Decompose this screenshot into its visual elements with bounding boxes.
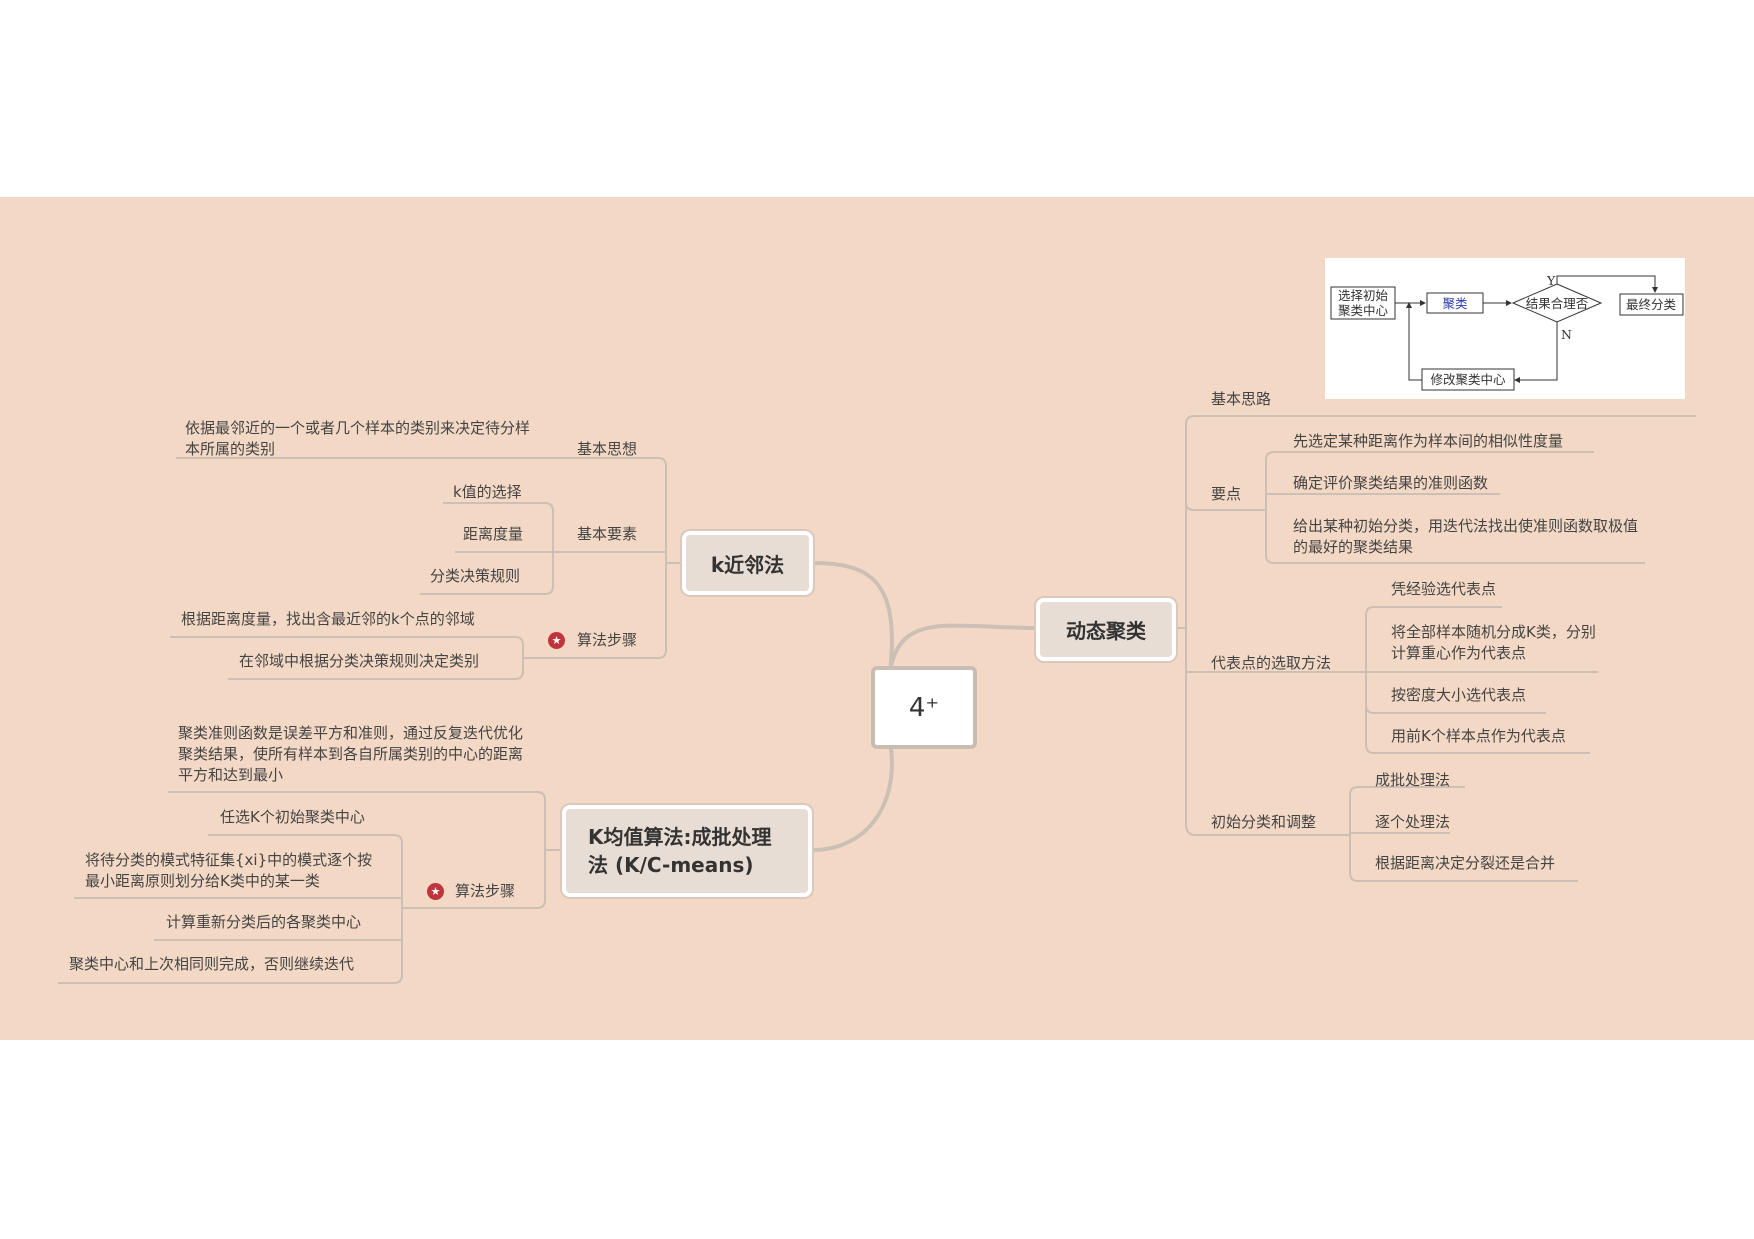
flow-final-text: 最终分类 bbox=[1626, 297, 1677, 312]
kmeans-node[interactable]: K均值算法:成批处理法 (K/C-means) bbox=[562, 805, 812, 897]
knn-title: k近邻法 bbox=[710, 552, 785, 577]
initial-3: 根据距离决定分裂还是合并 bbox=[1375, 854, 1556, 872]
flow-modify-text: 修改聚类中心 bbox=[1430, 372, 1506, 387]
initial-1: 成批处理法 bbox=[1375, 771, 1451, 789]
representative-label: 代表点的选取方法 bbox=[1211, 654, 1332, 672]
flow-final-box bbox=[1619, 293, 1684, 316]
knn-step-1: 根据距离度量，找出含最近邻的k个点的邻域 bbox=[181, 610, 475, 628]
knn-element-2: 距离度量 bbox=[463, 525, 524, 543]
knn-basic-thought-label: 基本思想 bbox=[577, 440, 638, 458]
center-node[interactable]: 4⁺ bbox=[871, 666, 977, 749]
dynamic-clustering-title: 动态聚类 bbox=[1066, 619, 1146, 643]
kmeans-description: 聚类准则函数是误差平方和准则，通过反复迭代优化聚类结果，使所有样本到各自所属类别… bbox=[178, 724, 524, 784]
knn-step-2: 在邻域中根据分类决策规则决定类别 bbox=[239, 652, 480, 670]
kmeans-steps-label: 算法步骤 bbox=[455, 882, 516, 900]
star-icon: ★ bbox=[548, 632, 565, 649]
key-points-label: 要点 bbox=[1211, 485, 1242, 503]
knn-basic-thought-text: 依据最邻近的一个或者几个样本的类别来决定待分样本所属的类别 bbox=[185, 419, 531, 458]
flowchart-image: 选择初始 聚类中心 聚类 结果合理否 Y 最终分类 N 修改聚类中心 bbox=[1325, 258, 1685, 399]
kmeans-step-4: 聚类中心和上次相同则完成，否则继续迭代 bbox=[69, 955, 355, 973]
representative-2: 将全部样本随机分成K类，分别计算重心作为代表点 bbox=[1391, 623, 1596, 662]
initial-label: 初始分类和调整 bbox=[1211, 813, 1317, 831]
basic-idea-label: 基本思路 bbox=[1211, 390, 1272, 408]
key-point-3: 给出某种初始分类，用迭代法找出使准则函数取极值的最好的聚类结果 bbox=[1293, 517, 1639, 556]
kmeans-title: K均值算法:成批处理法 (K/C-means) bbox=[588, 825, 772, 877]
center-label: 4⁺ bbox=[908, 692, 940, 723]
kmeans-step-2: 将待分类的模式特征集{xi}中的模式逐个按最小距离原则划分给K类中的某一类 bbox=[85, 851, 373, 890]
representative-3: 按密度大小选代表点 bbox=[1391, 686, 1527, 704]
knn-element-3: 分类决策规则 bbox=[430, 567, 521, 585]
flow-start-text-1: 选择初始 bbox=[1338, 288, 1389, 303]
key-point-2: 确定评价聚类结果的准则函数 bbox=[1293, 474, 1489, 492]
kmeans-step-1: 任选K个初始聚类中心 bbox=[220, 808, 365, 826]
flow-yes-label: Y bbox=[1546, 273, 1556, 288]
representative-4: 用前K个样本点作为代表点 bbox=[1391, 727, 1566, 745]
dynamic-clustering-node[interactable]: 动态聚类 bbox=[1036, 598, 1176, 661]
flow-cluster-text: 聚类 bbox=[1442, 296, 1468, 311]
kmeans-step-3: 计算重新分类后的各聚类中心 bbox=[166, 913, 362, 931]
flow-start-text-2: 聚类中心 bbox=[1338, 303, 1389, 318]
flow-no-label: N bbox=[1561, 327, 1572, 342]
key-point-1: 先选定某种距离作为样本间的相似性度量 bbox=[1293, 432, 1564, 450]
representative-1: 凭经验选代表点 bbox=[1391, 580, 1497, 598]
flow-decision-text: 结果合理否 bbox=[1526, 296, 1589, 311]
knn-element-1: k值的选择 bbox=[453, 483, 522, 501]
knn-basic-elements-label: 基本要素 bbox=[577, 525, 638, 543]
initial-2: 逐个处理法 bbox=[1375, 813, 1451, 831]
knn-steps-label: 算法步骤 bbox=[577, 631, 638, 649]
star-icon: ★ bbox=[427, 883, 444, 900]
knn-node[interactable]: k近邻法 bbox=[682, 531, 813, 595]
